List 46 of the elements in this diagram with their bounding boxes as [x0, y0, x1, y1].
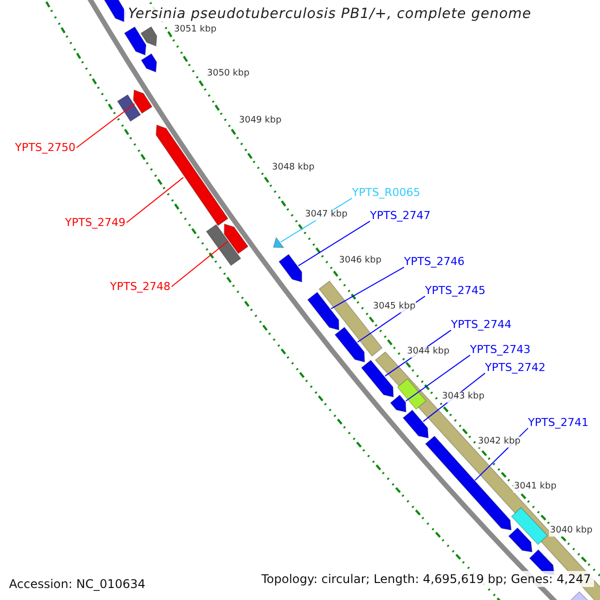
- gene-marker: [272, 236, 284, 248]
- leader-line: [330, 266, 404, 310]
- leader-line: [405, 354, 470, 402]
- gene-feature: [360, 360, 394, 398]
- scale-label: 3045 kbp: [372, 302, 416, 312]
- gene-label: YPTS_2749: [65, 216, 126, 230]
- gene-feature: [124, 26, 146, 56]
- gene-feature: [116, 94, 142, 122]
- genome-info-text: Topology: circular; Length: 4,695,619 bp; Genes: 4,247: [258, 570, 594, 587]
- gene-label: YPTS_2741: [528, 416, 589, 430]
- gene-feature: [508, 527, 533, 552]
- gene-label: YPTS_2746: [404, 255, 465, 268]
- scale-label: 3041 kbp: [513, 482, 558, 492]
- leader-line: [298, 220, 370, 266]
- gene-label: YPTS_2745: [425, 284, 486, 298]
- gene-feature: [206, 224, 242, 266]
- gene-label: YPTS_2747: [370, 209, 431, 222]
- scale-label: 3050 kbp: [206, 68, 250, 80]
- gene-label: YPTS_2744: [451, 318, 512, 332]
- scale-label: 3049 kbp: [238, 116, 282, 126]
- scale-label: 3047 kbp: [304, 210, 348, 220]
- gene-feature: [334, 326, 366, 363]
- leader-line: [126, 176, 184, 224]
- scale-label: 3048 kbp: [271, 162, 316, 174]
- gene-label: YPTS_2743: [470, 343, 531, 356]
- scale-label: 3046 kbp: [338, 256, 382, 266]
- scale-label: 3043 kbp: [441, 392, 486, 402]
- scale-label: 3044 kbp: [406, 346, 450, 358]
- leader-line: [76, 103, 136, 148]
- gene-feature: [307, 292, 340, 331]
- gene-label: YPTS_2750: [15, 141, 76, 154]
- gene-feature: [140, 26, 158, 47]
- gene-feature: [133, 89, 153, 114]
- gene-feature: [402, 410, 429, 438]
- gene-feature: [156, 124, 228, 226]
- gene-feature: [140, 53, 157, 73]
- gene-label: YPTS_2742: [485, 361, 546, 374]
- gene-label: YPTS_R0065: [352, 186, 420, 200]
- gene-feature: [224, 223, 249, 254]
- scale-label: 3040 kbp: [549, 526, 594, 536]
- scale-label: 3042 kbp: [477, 436, 522, 448]
- scale-label: 3051 kbp: [173, 24, 218, 36]
- gene-feature: [278, 254, 302, 283]
- gene-feature: [390, 394, 406, 412]
- leader-line: [171, 240, 229, 288]
- gene-label: YPTS_2748: [110, 280, 171, 294]
